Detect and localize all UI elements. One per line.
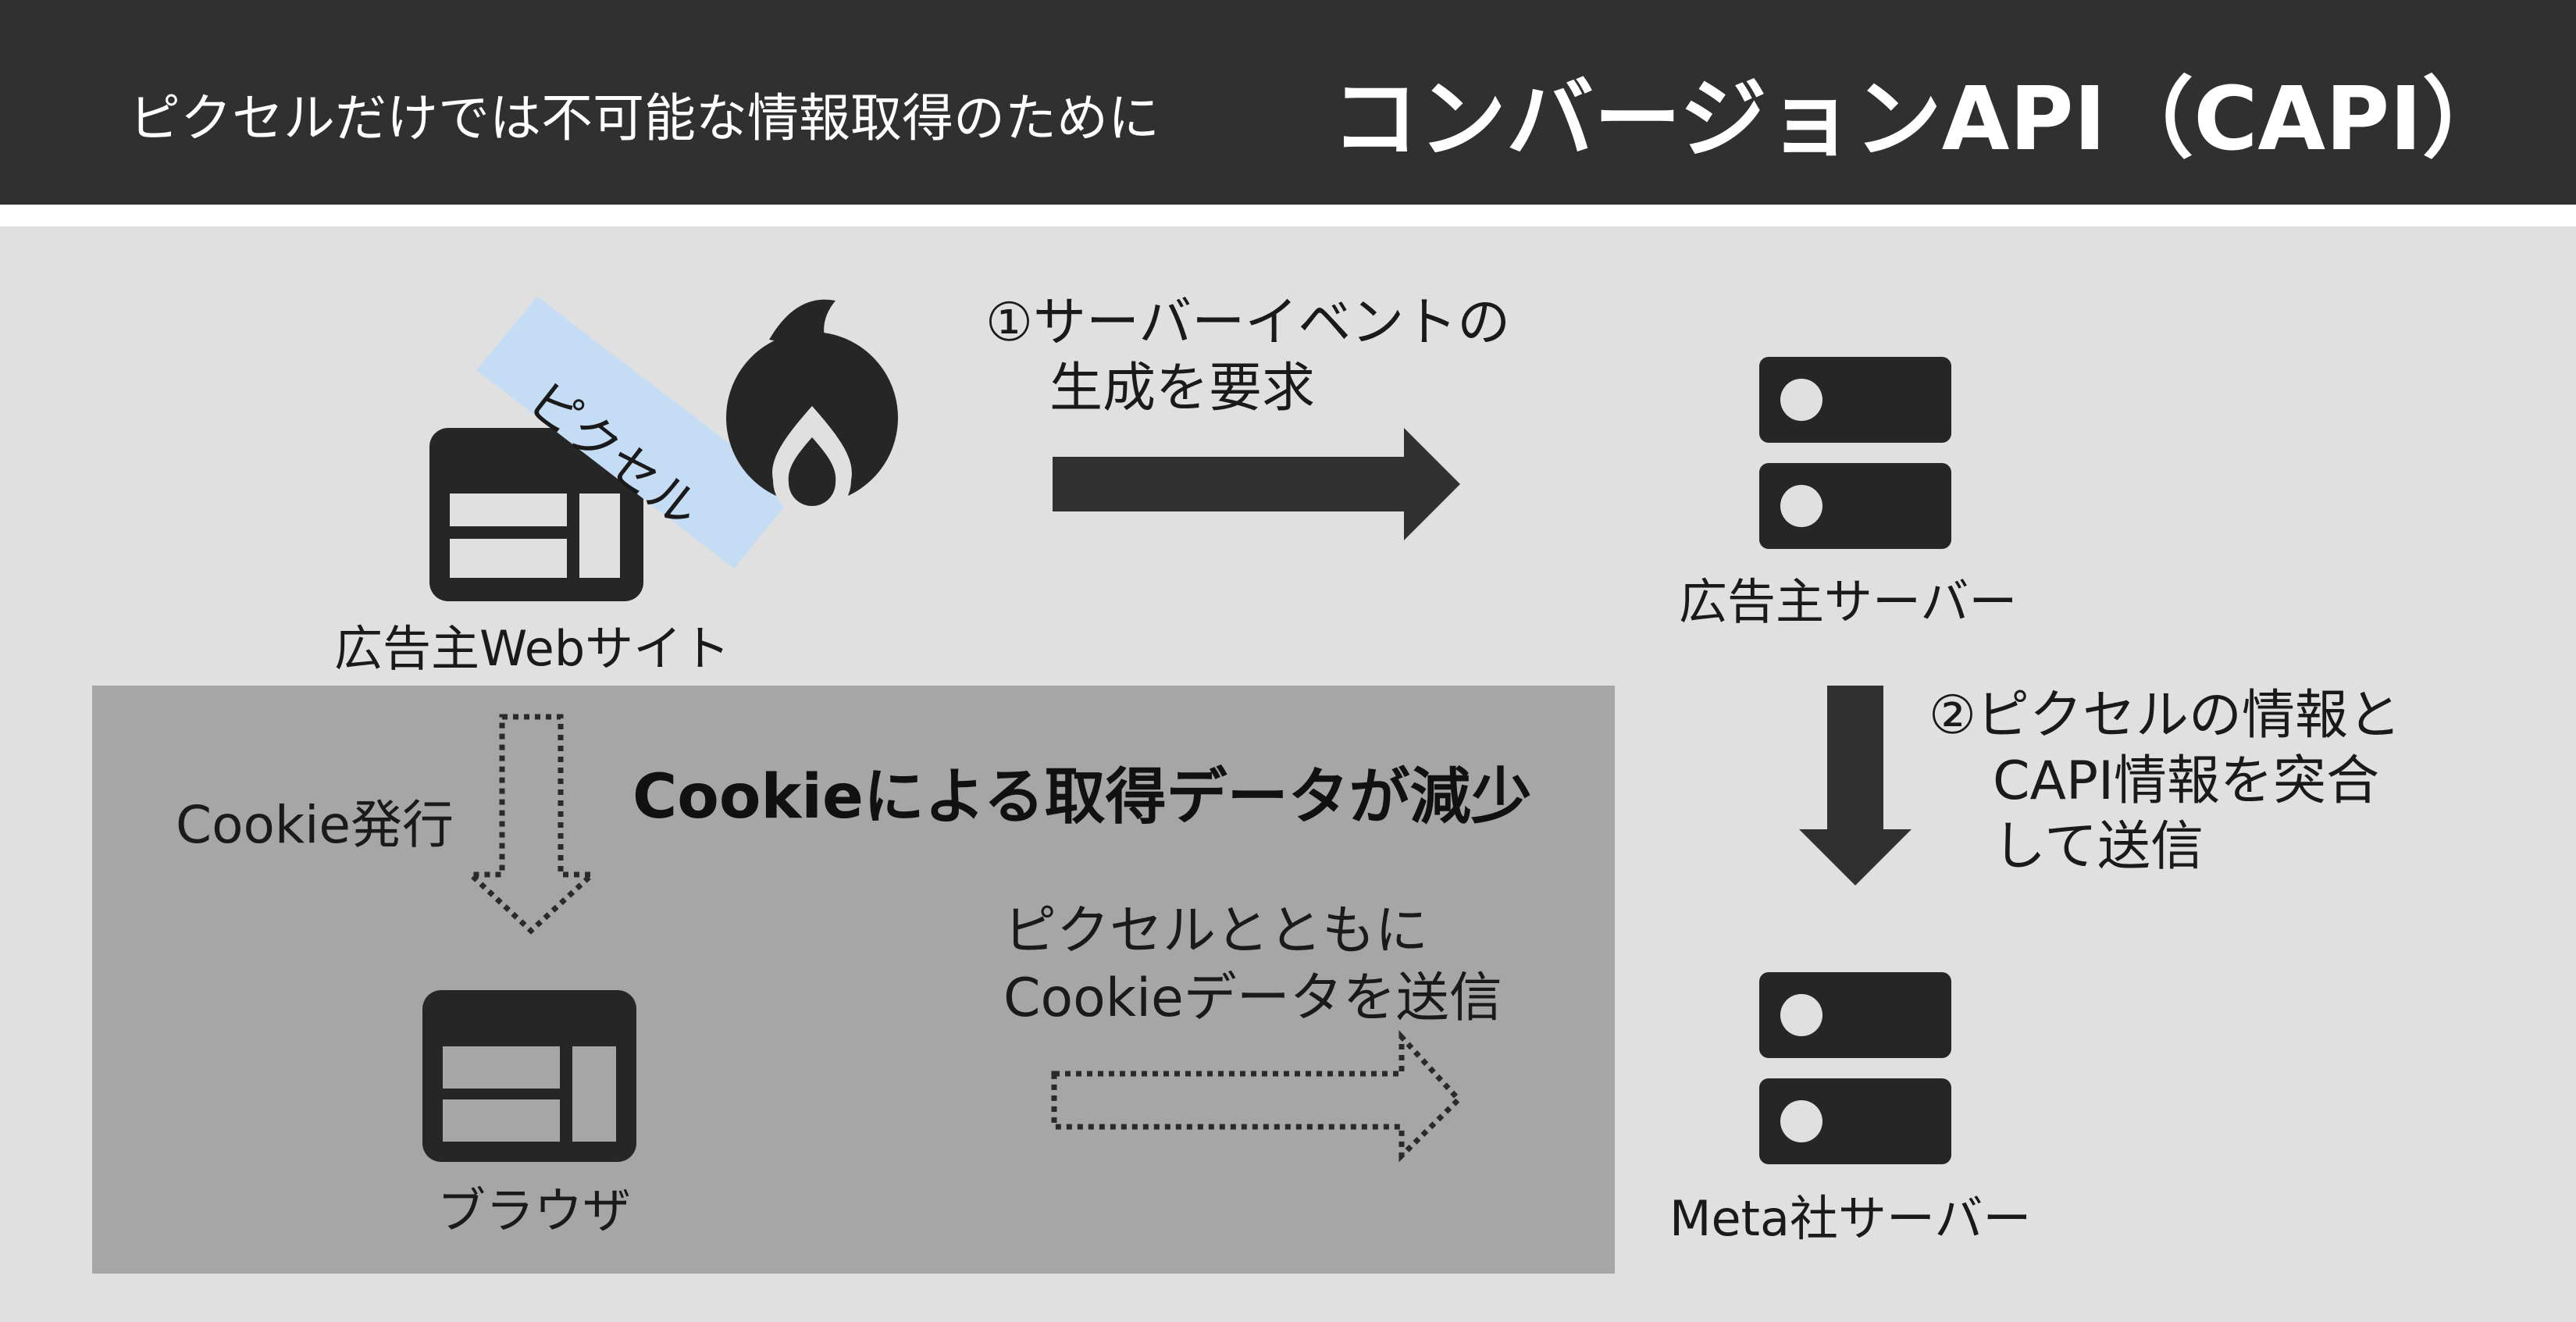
cookie-send-line2: Cookieデータを送信 — [1003, 967, 1502, 1029]
step2-line3: して送信 — [1993, 816, 2204, 878]
browser-label: ブラウザ — [437, 1182, 632, 1239]
meta-pixel-flame-icon — [726, 299, 898, 519]
browser-window-icon — [422, 990, 636, 1162]
step1-line2: 生成を要求 — [1049, 358, 1316, 419]
header-bar — [0, 0, 2576, 205]
cookie-send-arrow — [1051, 1029, 1463, 1163]
cookie-issue-label: Cookie発行 — [176, 795, 454, 855]
meta-server-icon — [1759, 972, 1951, 1164]
cookie-send-line1: ピクセルとともに — [1003, 900, 1429, 962]
step2-arrow — [1799, 686, 1912, 885]
step2-text: ②ピクセルの情報と CAPI情報を突合 して送信 — [1929, 683, 2401, 880]
header-title: コンバージョンAPI（CAPI） — [1331, 69, 2510, 170]
cookie-panel — [92, 686, 1615, 1274]
website-label: 広告主Webサイト — [334, 620, 731, 677]
pixel-tag — [476, 297, 795, 568]
step2-line2: CAPI情報を突合 — [1993, 750, 2380, 812]
cookie-panel-heading: Cookieによる取得データが減少 — [632, 762, 1532, 832]
meta-server-label: Meta社サーバー — [1669, 1190, 2032, 1247]
advertiser-server-icon — [1759, 357, 1951, 549]
step1-text: ①サーバーイベントの 生成を要求 — [985, 290, 1510, 422]
step1-line1: ①サーバーイベントの — [985, 292, 1511, 354]
cookie-issue-arrow — [464, 714, 599, 935]
header-subtitle: ピクセルだけでは不可能な情報取得のために — [129, 88, 1160, 148]
advertiser-server-label: 広告主サーバー — [1679, 573, 2018, 630]
website-browser-icon — [429, 428, 643, 601]
cookie-send-text: ピクセルとともに Cookieデータを送信 — [1003, 898, 1502, 1032]
step2-line1: ②ピクセルの情報と — [1929, 685, 2401, 747]
step1-arrow — [1053, 428, 1460, 540]
